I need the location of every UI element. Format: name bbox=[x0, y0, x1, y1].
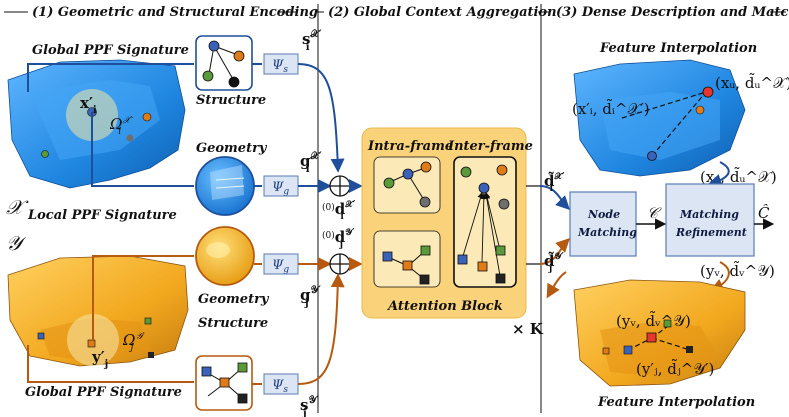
node-matching-label-2: Matching bbox=[577, 226, 637, 239]
pair-xi-dx: (x′ᵢ, d̃ᵢ^𝒳′) bbox=[572, 99, 650, 118]
source-point-cloud: x′i Ω𝒳′i bbox=[7, 59, 186, 189]
geometry-bottom-label: Geometry bbox=[198, 292, 270, 307]
psi-g-bottom-box: Ψg bbox=[263, 253, 299, 275]
target-cloud-interp: (yᵥ, d̃ᵥ^𝒴) (y′ⱼ, d̃ⱼ^𝒴′) bbox=[573, 279, 746, 387]
geometry-disc-top bbox=[195, 156, 255, 216]
global-ppf-bottom-label: Global PPF Signature bbox=[25, 385, 182, 400]
local-ppf-label: Local PPF Signature bbox=[27, 208, 177, 223]
pair-yv-dyv-inner: (yᵥ, d̃ᵥ^𝒴) bbox=[616, 311, 691, 330]
matching-refinement-label-2: Refinement bbox=[675, 226, 747, 239]
d0-y-label: (0)d𝒴′j bbox=[322, 227, 355, 250]
matching-refinement-label-1: Matching bbox=[679, 208, 739, 221]
svg-text:Ψs: Ψs bbox=[272, 378, 288, 395]
structure-bottom-label: Structure bbox=[198, 316, 268, 331]
section-1-title: (1) Geometric and Structural Encoding bbox=[32, 5, 318, 20]
target-flow-arrows bbox=[27, 255, 345, 385]
geometry-top-label: Geometry bbox=[196, 141, 268, 156]
pair-yj-dy: (y′ⱼ, d̃ⱼ^𝒴′) bbox=[636, 359, 714, 378]
omega-y-label: Ω𝒴′j bbox=[122, 331, 145, 353]
inter-frame-label: Inter-frame bbox=[447, 139, 533, 154]
matching-refinement-box: Matching Refinement bbox=[665, 183, 755, 257]
section-3-title: (3) Dense Description and Matching bbox=[556, 5, 789, 20]
g-y-label: g𝒴′j bbox=[300, 284, 321, 309]
pair-yv-dyv: (yᵥ, d̃ᵥ^𝒴) bbox=[700, 261, 775, 280]
s-y-label: s𝒴′j bbox=[300, 394, 319, 417]
c-hat-label: Ĉ bbox=[758, 204, 770, 222]
omega-x-label: Ω𝒳′i bbox=[109, 115, 133, 137]
s-x-label: s𝒳′i bbox=[302, 28, 322, 53]
attention-block: Intra-frame Inter-frame Attention Block bbox=[361, 127, 533, 319]
section-headers: (1) Geometric and Structural Encoding (2… bbox=[4, 5, 789, 20]
global-ppf-top-label: Global PPF Signature bbox=[32, 43, 189, 58]
structure-box-top bbox=[195, 35, 253, 91]
target-set-label: 𝒴 bbox=[6, 231, 27, 255]
pair-xu-dxu-top: (xᵤ, d̃ᵤ^𝒳) bbox=[715, 73, 789, 92]
structure-box-bottom bbox=[195, 355, 253, 411]
intra-frame-label: Intra-frame bbox=[367, 139, 453, 154]
feature-interp-top-label: Feature Interpolation bbox=[599, 41, 757, 56]
target-point-cloud: y′j Ω𝒴′j bbox=[7, 255, 189, 370]
d0-x-label: (0)d𝒳′i bbox=[322, 199, 356, 222]
feature-interp-bottom-label: Feature Interpolation bbox=[597, 395, 755, 410]
svg-text:Ψg: Ψg bbox=[272, 180, 289, 197]
g-x-label: g𝒳′i bbox=[300, 150, 322, 175]
svg-text:Ψs: Ψs bbox=[272, 58, 288, 75]
psi-g-top-box: Ψg bbox=[263, 175, 299, 197]
psi-s-top-box: Ψs bbox=[263, 53, 299, 75]
node-matching-box: Node Matching bbox=[569, 191, 637, 257]
svg-text:Ψg: Ψg bbox=[272, 258, 289, 275]
sum-node-bottom bbox=[329, 253, 351, 275]
dt-y-label: d̃𝒴′j bbox=[544, 250, 565, 274]
attention-block-label: Attention Block bbox=[386, 299, 503, 314]
section-2-title: (2) Global Context Aggregation bbox=[328, 5, 557, 20]
times-k-label: × K bbox=[512, 320, 544, 338]
geometry-disc-bottom bbox=[195, 226, 255, 286]
source-cloud-interp: (xᵤ, d̃ᵤ^𝒳) (x′ᵢ, d̃ᵢ^𝒳′) bbox=[572, 59, 789, 177]
source-set-label: 𝒳 bbox=[6, 195, 29, 219]
sum-node-top bbox=[329, 175, 351, 197]
c-label: 𝒞 bbox=[647, 204, 662, 222]
structure-top-label: Structure bbox=[196, 93, 266, 108]
node-matching-label-1: Node bbox=[587, 208, 620, 221]
source-flow-arrows bbox=[27, 63, 345, 193]
x-i-prime-label: x′i bbox=[80, 94, 97, 116]
dt-x-label: d̃𝒳′i bbox=[544, 170, 565, 194]
y-j-prime-label: y′j bbox=[91, 348, 108, 370]
psi-s-bottom-box: Ψs bbox=[263, 373, 299, 395]
